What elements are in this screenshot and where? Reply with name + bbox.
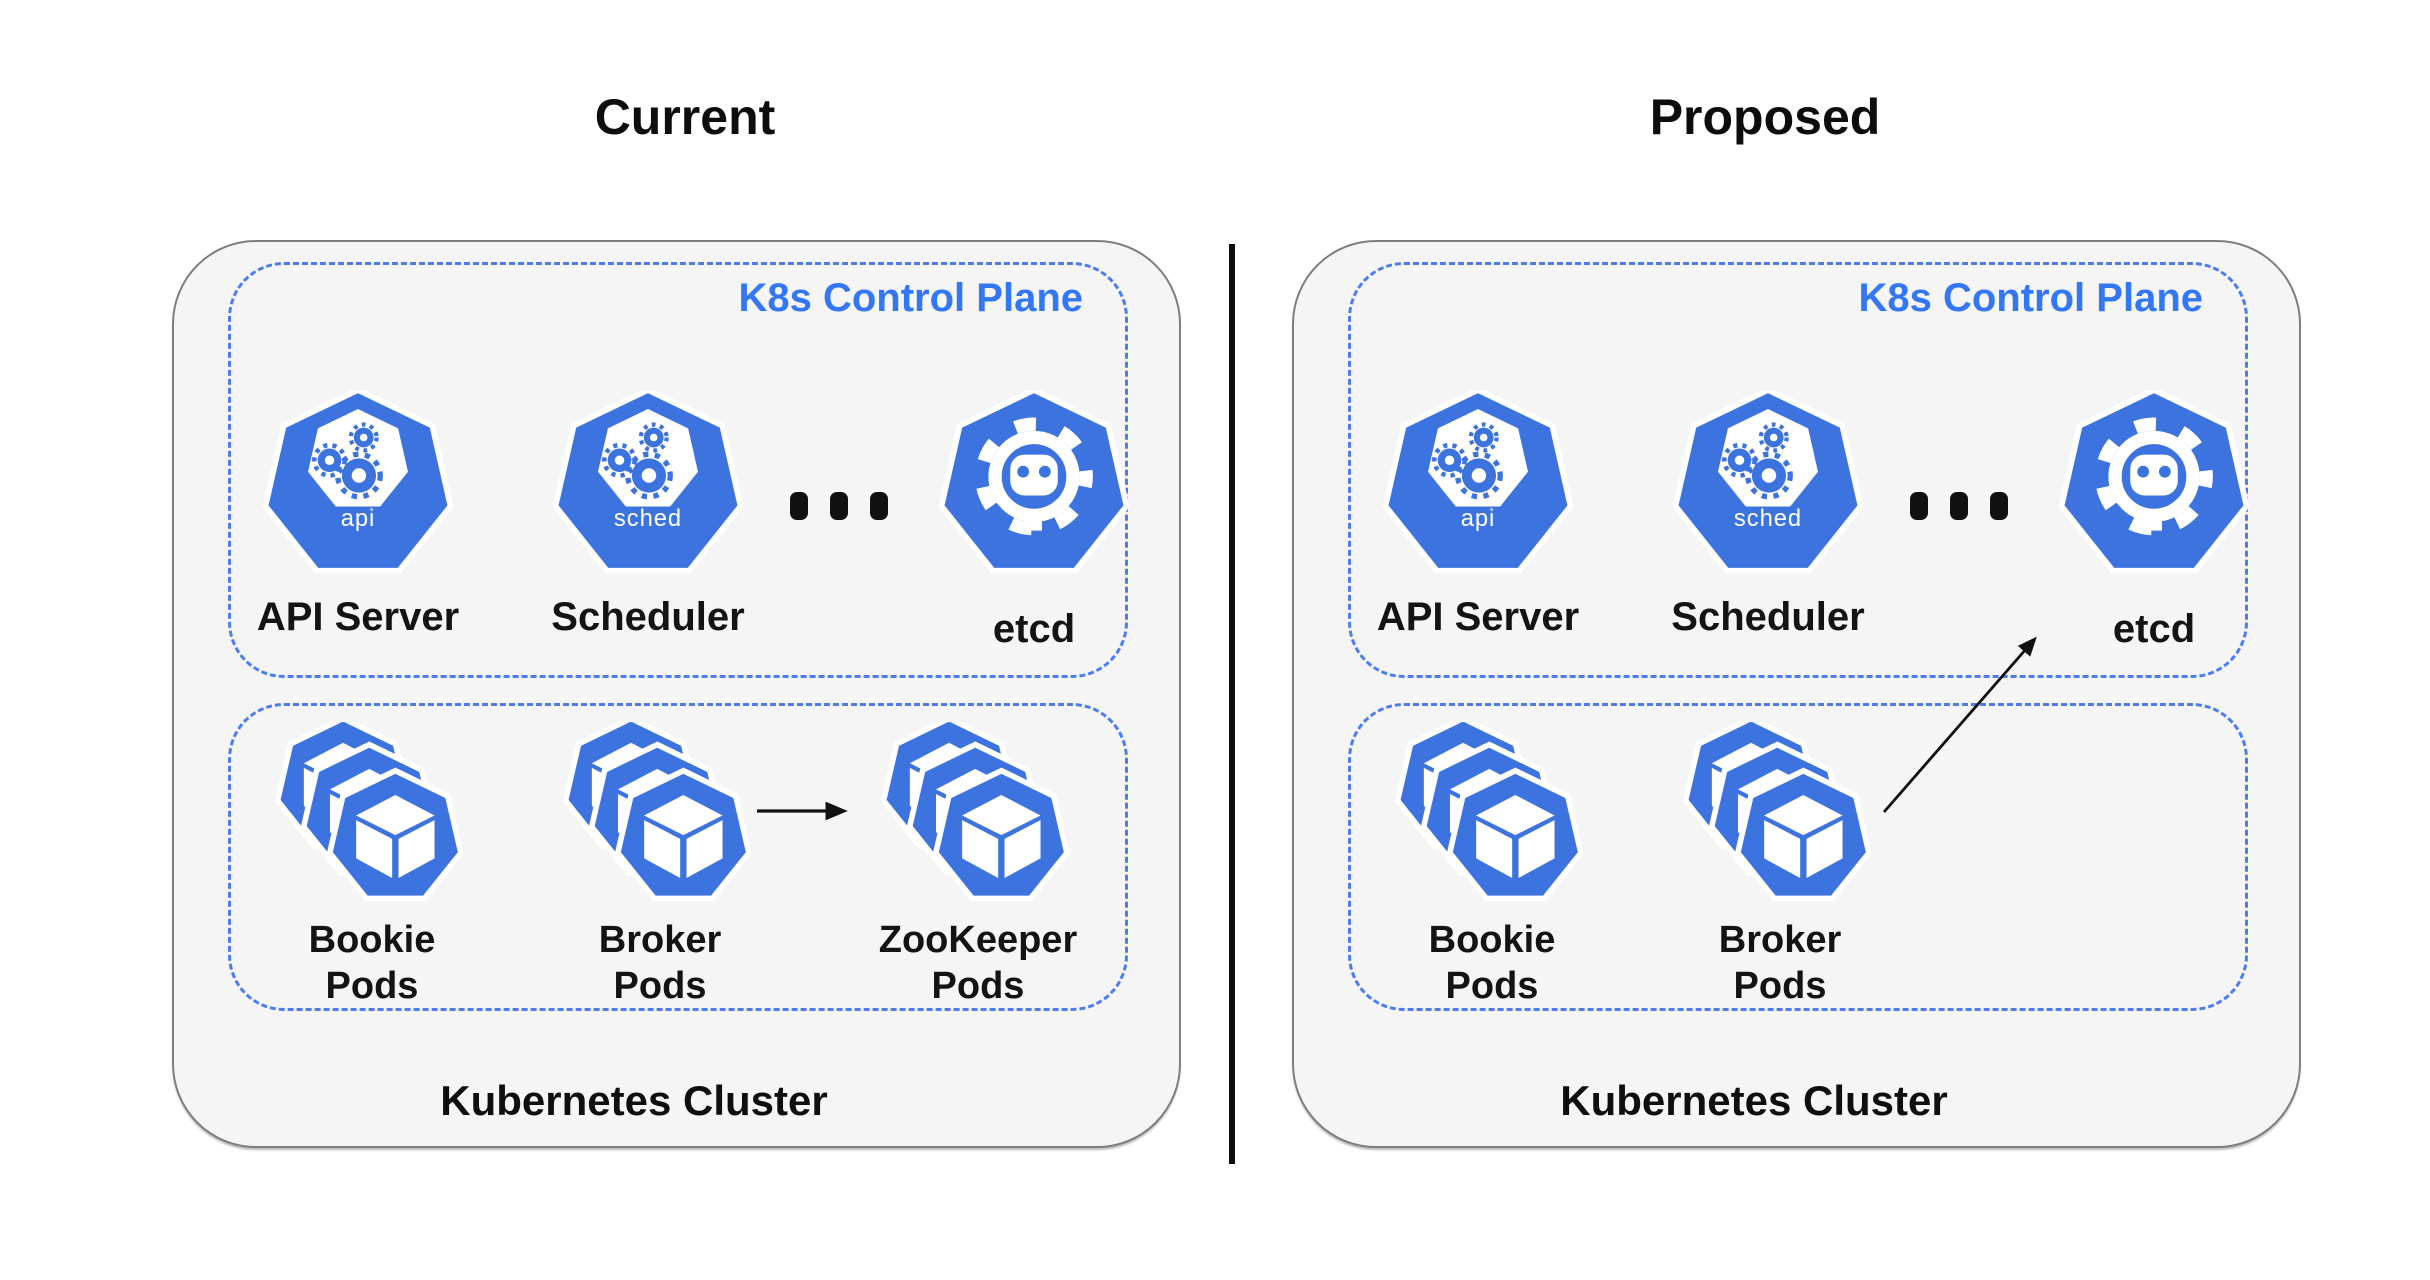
cluster-box-proposed xyxy=(1292,240,2301,1148)
node-label-api-server: API Server xyxy=(256,595,460,639)
api-server-icon: api xyxy=(1383,390,1573,580)
node-etcd: etcd xyxy=(2004,390,2304,652)
ellipsis-icon xyxy=(790,492,888,520)
node-scheduler: sched Scheduler xyxy=(1618,390,1918,640)
cluster-box-current xyxy=(172,240,1181,1148)
node-label-etcd: etcd xyxy=(2112,607,2196,651)
cluster-label-proposed: Kubernetes Cluster xyxy=(1560,1077,1948,1124)
workloads-box-proposed xyxy=(1348,703,2248,1011)
api-server-icon: api xyxy=(263,390,453,580)
ellipsis-dot xyxy=(1910,492,1928,520)
ellipsis-dot xyxy=(830,492,848,520)
sched-badge: sched xyxy=(614,505,682,532)
panel-title-proposed: Proposed xyxy=(1649,89,1881,145)
pod-stack-icon xyxy=(880,722,1076,909)
control-plane-box-current xyxy=(228,262,1128,678)
node-etcd: etcd xyxy=(884,390,1184,652)
node-label-bookie-pods: Bookie Pods xyxy=(308,919,436,1007)
pod-stack-icon xyxy=(274,722,470,909)
node-scheduler: sched Scheduler xyxy=(498,390,798,640)
node-broker-pods: Broker Pods xyxy=(1630,722,1930,1009)
node-label-bookie-pods: Bookie Pods xyxy=(1428,919,1556,1007)
scheduler-icon: sched xyxy=(1673,390,1863,580)
control-plane-label: K8s Control Plane xyxy=(738,276,1083,320)
arrow-broker-to-zookeeper xyxy=(757,801,848,821)
node-api-server: api API Server xyxy=(208,390,508,640)
node-label-scheduler: Scheduler xyxy=(551,595,745,639)
pod-stack-icon xyxy=(1682,722,1878,909)
panel-divider xyxy=(1229,244,1235,1164)
pod-stack-icon xyxy=(562,722,758,909)
node-label-zookeeper-pods: ZooKeeper Pods xyxy=(878,919,1078,1007)
ellipsis-dot xyxy=(1990,492,2008,520)
api-badge: api xyxy=(1461,505,1496,532)
api-badge: api xyxy=(341,505,376,532)
pod-stack-icon xyxy=(1394,722,1590,909)
ellipsis-dot xyxy=(870,492,888,520)
ellipsis-dot xyxy=(1950,492,1968,520)
node-bookie-pods: Bookie Pods xyxy=(1342,722,1642,1009)
cluster-label-current: Kubernetes Cluster xyxy=(440,1077,828,1124)
etcd-icon xyxy=(2059,390,2249,580)
sched-badge: sched xyxy=(1734,505,1802,532)
control-plane-label: K8s Control Plane xyxy=(1858,276,2203,320)
node-label-api-server: API Server xyxy=(1376,595,1580,639)
arrow-broker-to-etcd xyxy=(1882,636,2037,813)
ellipsis-icon xyxy=(1910,492,2008,520)
workloads-box-current xyxy=(228,703,1128,1011)
node-label-scheduler: Scheduler xyxy=(1671,595,1865,639)
node-label-broker-pods: Broker Pods xyxy=(598,919,722,1007)
ellipsis-dot xyxy=(790,492,808,520)
node-broker-pods: Broker Pods xyxy=(510,722,810,1009)
node-label-etcd: etcd xyxy=(992,607,1076,651)
node-bookie-pods: Bookie Pods xyxy=(222,722,522,1009)
scheduler-icon: sched xyxy=(553,390,743,580)
node-label-broker-pods: Broker Pods xyxy=(1718,919,1842,1007)
node-api-server: api API Server xyxy=(1328,390,1628,640)
node-zookeeper-pods: ZooKeeper Pods xyxy=(828,722,1128,1009)
panel-title-current: Current xyxy=(594,89,776,145)
etcd-icon xyxy=(939,390,1129,580)
control-plane-box-proposed xyxy=(1348,262,2248,678)
